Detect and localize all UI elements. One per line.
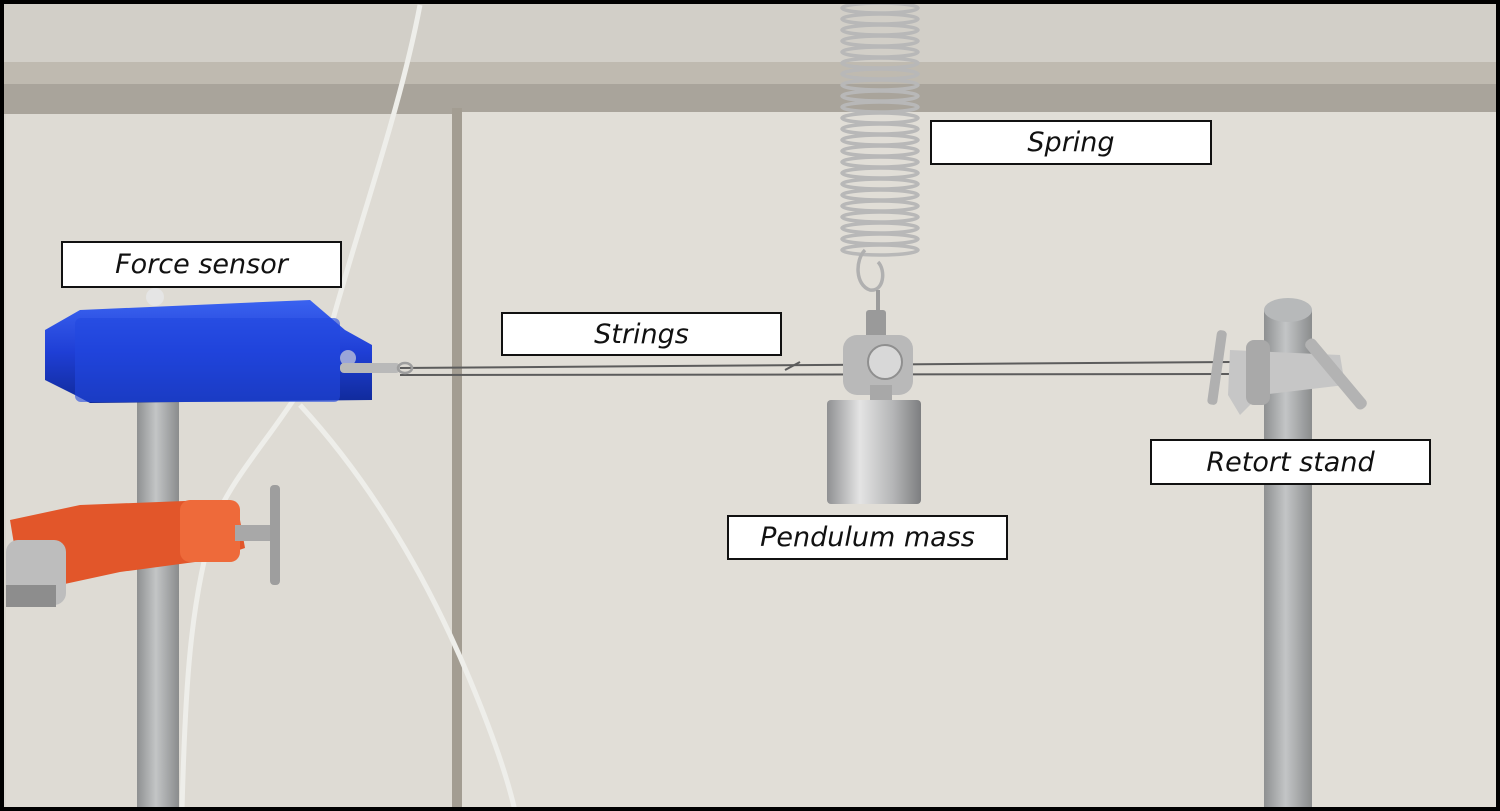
right-clamp xyxy=(1207,330,1367,415)
left-bottom-clamp xyxy=(6,540,66,607)
spring-coil xyxy=(840,243,920,257)
sensor-cable xyxy=(179,4,518,811)
retort-stand-label: Retort stand xyxy=(1150,439,1431,485)
force-sensor-label: Force sensor xyxy=(61,241,342,288)
spring xyxy=(840,1,920,320)
orange-clamp xyxy=(10,485,280,585)
pendulum-mass xyxy=(827,310,921,504)
spring-label: Spring xyxy=(930,120,1212,165)
force-sensor xyxy=(45,288,414,403)
strings-label: Strings xyxy=(501,312,782,356)
left-stand-rod xyxy=(137,390,179,811)
pendulum-mass-label: Pendulum mass xyxy=(727,515,1008,560)
strings xyxy=(399,361,1231,376)
